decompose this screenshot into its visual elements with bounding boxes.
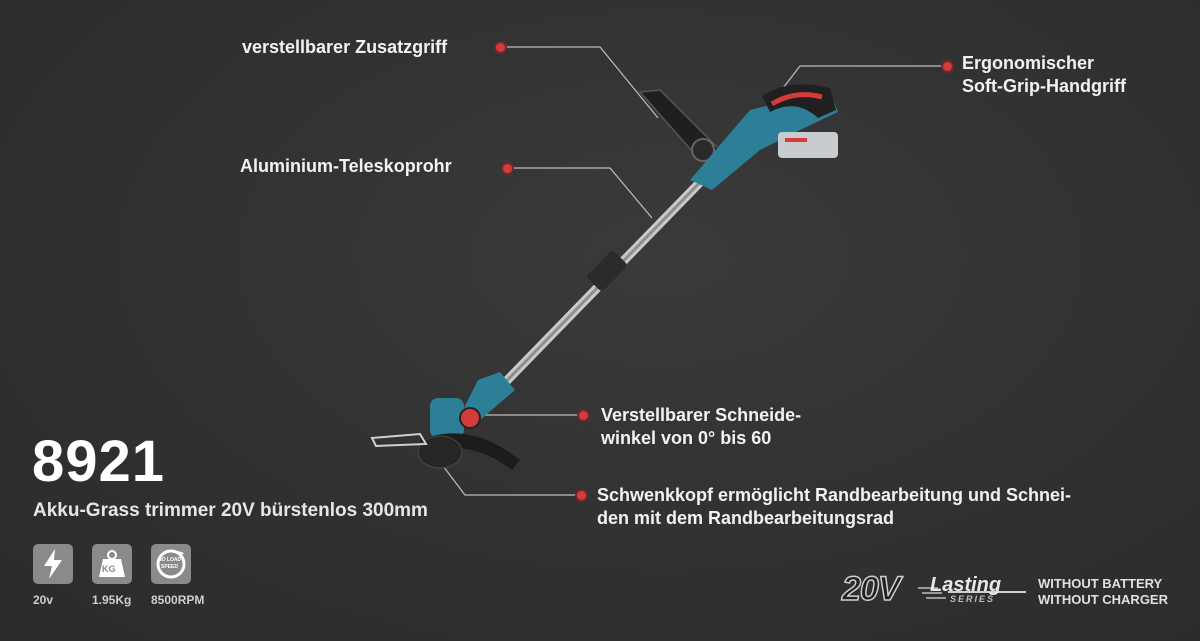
callout-dot [503, 164, 512, 173]
tube-coupling [587, 251, 627, 291]
leader-lines [439, 46, 948, 496]
callout-cutting-angle-line1: Verstellbarer Schneide- [601, 405, 802, 425]
callout-dot [496, 43, 505, 52]
motor-housing [690, 92, 838, 190]
angle-adjust-knob [459, 407, 481, 429]
callout-cutting-angle-line2: winkel von 0° bis 60 [601, 428, 772, 448]
trimmer-head [430, 398, 464, 438]
model-number: 8921 [32, 429, 166, 494]
spec-weight-label: 1.95Kg [92, 593, 132, 607]
callout-telescopic-tube: Aluminium-Teleskoprohr [240, 156, 452, 176]
weight-icon: KG [92, 544, 132, 584]
note-without-charger: WITHOUT CHARGER [1038, 592, 1168, 607]
lightning-icon [33, 544, 73, 584]
brand-voltage: 20V [841, 569, 901, 609]
grip-accent [770, 92, 823, 107]
speed-icon-text-2: SPEED [161, 564, 178, 570]
lasting-series-logo [918, 587, 1026, 599]
battery-indicator [785, 138, 807, 142]
callout-swivel-head-line1: Schwenkkopf ermöglicht Randbearbeitung u… [597, 485, 1072, 505]
aux-handle-knob [691, 138, 715, 162]
callout-aux-handle: verstellbarer Zusatzgriff [242, 37, 448, 57]
product-subtitle: Akku-Grass trimmer 20V bürstenlos 300mm [33, 500, 428, 521]
weight-icon-text: KG [102, 564, 116, 574]
edging-wheel-guide [370, 432, 428, 448]
callout-soft-grip-line1: Ergonomischer [962, 53, 1095, 73]
speed-icon-text-1: NO LOAD [158, 557, 182, 563]
brand-series: SERIES [950, 594, 996, 604]
spec-voltage-label: 20v [33, 593, 54, 607]
callout-swivel-head-line2: den mit dem Randbearbeitungsrad [597, 508, 895, 528]
callout-dot [579, 411, 588, 420]
soft-grip-handle [762, 84, 836, 118]
battery-pack [778, 132, 838, 158]
note-without-battery: WITHOUT BATTERY [1038, 576, 1163, 591]
spec-speed-label: 8500RPM [151, 593, 205, 607]
line-spool [417, 435, 463, 469]
callout-dot [943, 62, 952, 71]
callout-soft-grip-line2: Soft-Grip-Handgriff [962, 76, 1126, 96]
callout-dot [577, 491, 586, 500]
brand-line-name: Lasting [930, 574, 1002, 596]
speed-icon: NO LOAD SPEED [151, 544, 191, 584]
